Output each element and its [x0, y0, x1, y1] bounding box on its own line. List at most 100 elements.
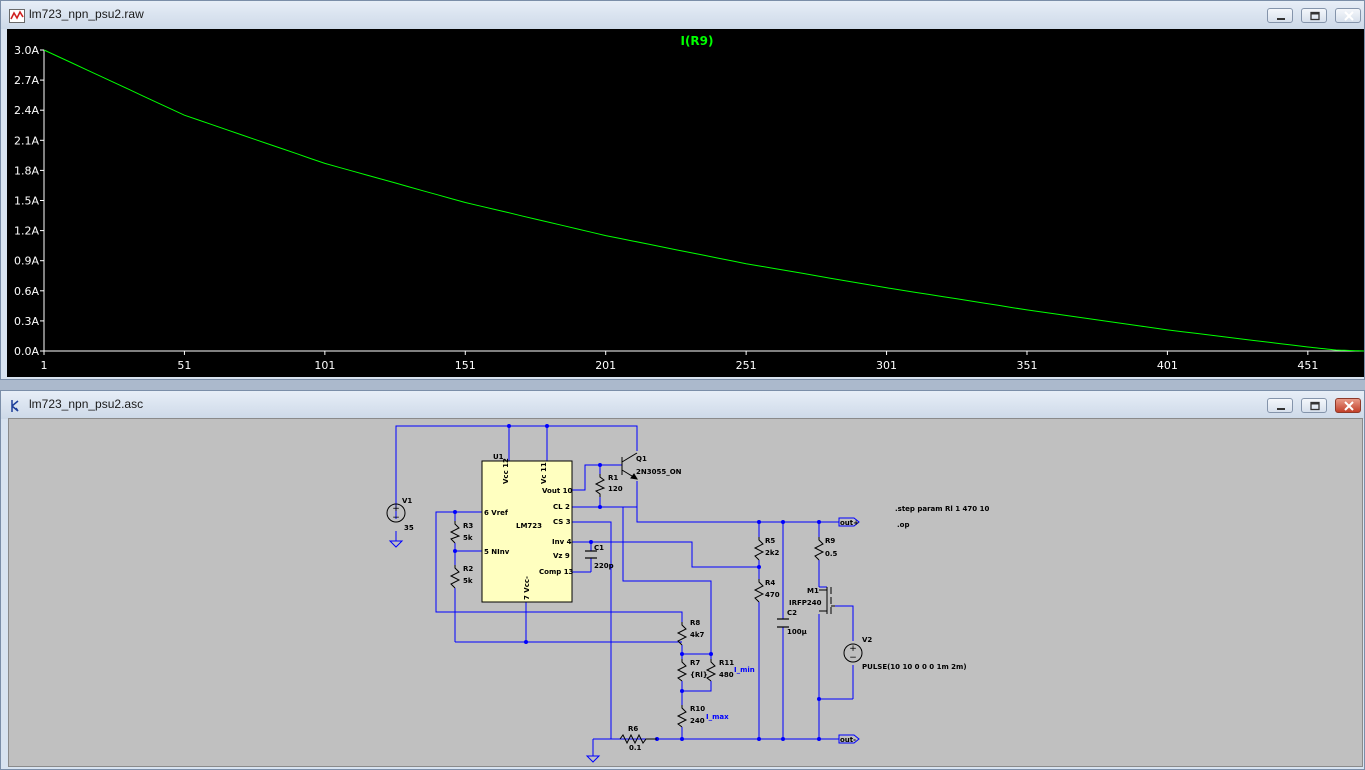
label-pin-vout: Vout 10 [542, 487, 572, 495]
label-pin-ninv: 5 NInv [484, 548, 510, 556]
junctions [453, 424, 821, 741]
label-v2-ref: V2 [862, 636, 872, 644]
label-q1-ref: Q1 [636, 455, 647, 463]
net-label-out-minus: out- [840, 736, 856, 744]
x-tick-label: 401 [1157, 359, 1178, 372]
x-tick-label: 1 [41, 359, 48, 372]
svg-text:+: + [392, 504, 400, 514]
label-q1-value: 2N3055_ON [636, 468, 682, 476]
label-r1-ref: R1 [608, 474, 618, 482]
label-c2-value: 100µ [787, 628, 807, 636]
svg-text:−: − [392, 513, 400, 523]
label-r6-value: 0.1 [629, 744, 642, 752]
label-r10-value: 240 [690, 717, 705, 725]
schematic-labels: U1 LM723 6 Vref 5 NInv Vout 10 CL 2 CS 3… [402, 453, 989, 752]
y-tick-label: 0.6A [14, 285, 39, 298]
waveform-icon [9, 8, 25, 23]
label-r7-value: {Rl} [690, 671, 708, 679]
schematic-canvas[interactable]: + − + − [8, 418, 1363, 767]
label-pin-cl: CL 2 [553, 503, 570, 511]
label-r3-ref: R3 [463, 522, 473, 530]
label-r11-value: 480 [719, 671, 734, 679]
close-button[interactable] [1335, 8, 1361, 23]
x-tick-label: 251 [736, 359, 757, 372]
label-r1-value: 120 [608, 485, 623, 493]
label-pin-vcc: Vcc 12 [502, 458, 510, 484]
label-pin-inv: Inv 4 [552, 538, 572, 546]
svg-text:−: − [849, 653, 857, 663]
label-r5-value: 2k2 [765, 549, 780, 557]
label-r8-value: 4k7 [690, 631, 705, 639]
schematic-titlebar[interactable]: lm723_npn_psu2.asc [1, 391, 1364, 419]
x-tick-label: 101 [314, 359, 335, 372]
lm723-ic[interactable] [481, 460, 573, 603]
restore-button[interactable] [1301, 398, 1327, 413]
waveform-titlebar[interactable]: lm723_npn_psu2.raw [1, 1, 1364, 29]
capacitors [585, 550, 789, 628]
minimize-button[interactable] [1267, 398, 1293, 413]
label-r10-ref: R10 [690, 705, 705, 713]
x-tick-label: 151 [455, 359, 476, 372]
label-pin-vref: 6 Vref [484, 509, 509, 517]
svg-text:+: + [849, 644, 857, 654]
net-name-labels: I_min I_max [706, 666, 755, 721]
y-tick-label: 2.4A [14, 104, 39, 117]
restore-button[interactable] [1301, 8, 1327, 23]
x-tick-label: 201 [595, 359, 616, 372]
label-c1-ref: C1 [594, 544, 604, 552]
label-r6-ref: R6 [628, 725, 638, 733]
y-tick-label: 2.1A [14, 134, 39, 147]
spice-directive-op[interactable]: .op [897, 521, 909, 529]
net-label-i-min: I_min [734, 666, 755, 674]
label-r2-value: 5k [463, 577, 473, 585]
x-tick-label: 301 [876, 359, 897, 372]
ground-symbols [388, 540, 601, 763]
y-tick-label: 0.0A [14, 345, 39, 358]
x-tick-label: 351 [1016, 359, 1037, 372]
trace-name[interactable]: I(R9) [680, 34, 713, 48]
label-r11-ref: R11 [719, 659, 734, 667]
y-tick-label: 1.8A [14, 164, 39, 177]
label-r4-value: 470 [765, 591, 780, 599]
y-tick-label: 3.0A [14, 44, 39, 57]
spice-directive-step[interactable]: .step param Rl 1 470 10 [895, 505, 989, 513]
label-ic-ref: U1 [493, 453, 504, 461]
resistors [449, 474, 825, 745]
y-tick-label: 2.7A [14, 74, 39, 87]
waveform-window: lm723_npn_psu2.raw I(R9) 0.0A 0.3A 0.6A 0.9… [0, 0, 1365, 380]
label-v1-ref: V1 [402, 497, 412, 505]
label-r5-ref: R5 [765, 537, 775, 545]
label-c1-value: 220p [594, 562, 614, 570]
waveform-chart[interactable]: I(R9) 0.0A0.3A0.6A0.9A1.2A1.5A1.8A2.1A2.… [7, 29, 1365, 377]
wires [395, 425, 854, 756]
schematic-window: lm723_npn_psu2.asc [0, 390, 1365, 770]
label-r2-ref: R2 [463, 565, 473, 573]
label-v1-value: 35 [404, 524, 414, 532]
trace-line-i-r9 [43, 49, 1365, 352]
schematic-window-title: lm723_npn_psu2.asc [29, 397, 144, 411]
x-tick-label: 51 [177, 359, 191, 372]
label-r4-ref: R4 [765, 579, 775, 587]
label-v2-value: PULSE(10 10 0 0 0 1m 2m) [862, 663, 967, 671]
label-pin-comp: Comp 13 [539, 568, 574, 576]
net-label-out-plus: out+ [840, 519, 859, 527]
q1-transistor [621, 452, 638, 480]
label-r9-ref: R9 [825, 537, 835, 545]
net-flags [838, 517, 860, 744]
schematic-drawing[interactable]: + − + − [9, 419, 1362, 766]
label-pin-cs: CS 3 [553, 518, 571, 526]
label-m1-ref: M1 [807, 587, 819, 595]
y-tick-label: 1.2A [14, 225, 39, 238]
y-tick-label: 0.9A [14, 255, 39, 268]
net-label-i-max: I_max [706, 713, 729, 721]
close-button[interactable] [1335, 398, 1361, 413]
minimize-button[interactable] [1267, 8, 1293, 23]
label-ic-part: LM723 [516, 522, 542, 530]
waveform-window-title: lm723_npn_psu2.raw [29, 7, 144, 21]
label-r8-ref: R8 [690, 619, 700, 627]
label-r7-ref: R7 [690, 659, 700, 667]
label-m1-value: IRFP240 [789, 599, 822, 607]
y-tick-label: 0.3A [14, 315, 39, 328]
label-c2-ref: C2 [787, 609, 797, 617]
